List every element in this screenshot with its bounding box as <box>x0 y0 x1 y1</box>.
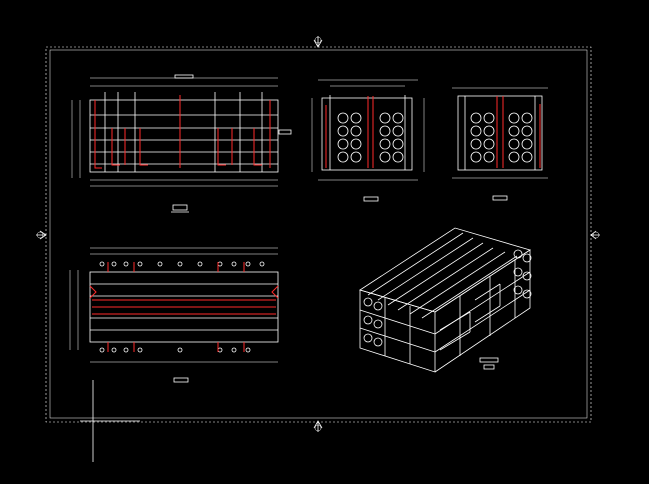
end-view-right-label <box>492 195 508 201</box>
isometric-view-label <box>479 357 499 363</box>
plan-view <box>69 247 279 383</box>
front-elevation-label <box>172 204 188 211</box>
plan-view-label <box>173 377 189 383</box>
end-view-left-label <box>363 196 379 202</box>
isometric-view <box>359 227 532 373</box>
front-elevation-view <box>71 74 292 213</box>
sheet-border <box>36 36 600 462</box>
end-view-left <box>311 79 425 202</box>
end-view-right <box>452 87 548 201</box>
